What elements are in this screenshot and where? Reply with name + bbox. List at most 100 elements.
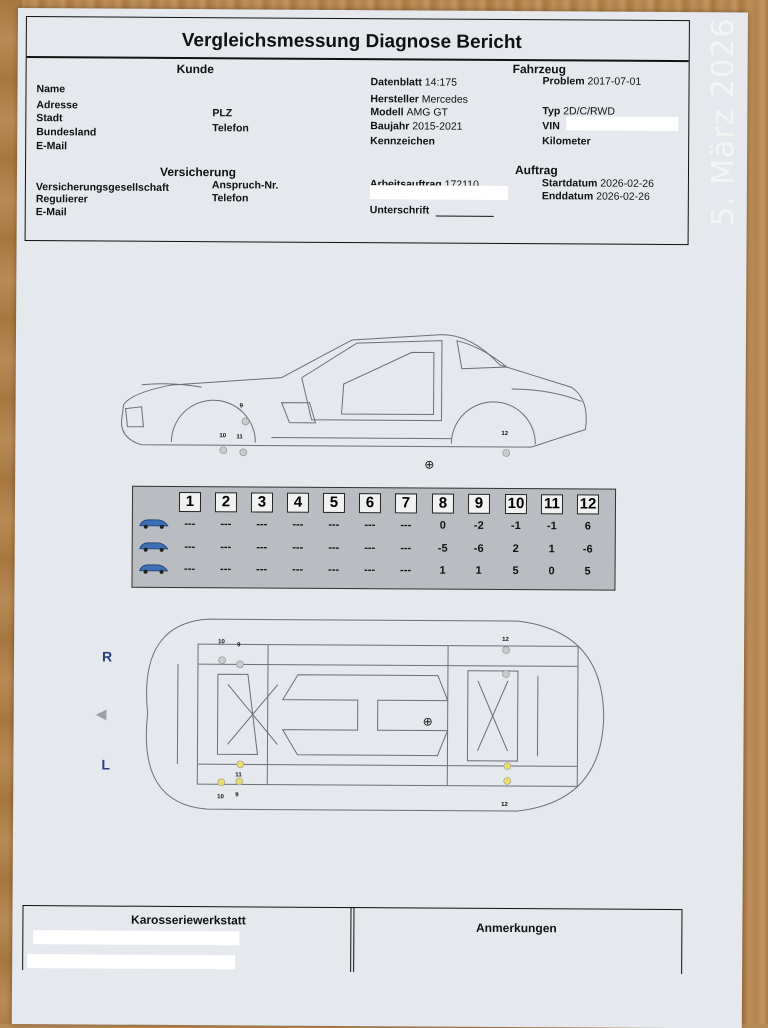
measure-value-r3-p11: 0 xyxy=(548,565,555,578)
measure-value-r2-p2: --- xyxy=(220,541,232,554)
werkstatt-redaction-1 xyxy=(33,930,240,946)
measure-value-r3-p4: --- xyxy=(292,563,304,576)
car-height-icon xyxy=(137,561,171,575)
section-kunde: Kunde xyxy=(176,61,215,77)
label-baujahr: Baujahr 2015-2021 xyxy=(370,120,463,133)
vin-redaction xyxy=(566,116,679,132)
measure-point-12: 12 xyxy=(576,494,600,515)
measure-value-r1-p7: --- xyxy=(400,519,412,532)
measure-value-r2-p4: --- xyxy=(292,541,304,554)
under-label-12-top: 12 xyxy=(502,637,509,643)
anmerkungen-label: Anmerkungen xyxy=(476,920,557,936)
measure-point-2: 2 xyxy=(214,492,238,513)
right-side-label: R xyxy=(101,648,113,665)
underbody-view: 10 9 12 11 10 9 12 xyxy=(145,618,605,812)
label-datenblatt: Datenblatt 14:175 xyxy=(370,76,457,89)
left-side-label: L xyxy=(101,756,110,773)
measure-value-r1-p3: --- xyxy=(256,518,268,531)
measure-point-5: 5 xyxy=(322,492,346,514)
section-auftrag: Auftrag xyxy=(514,163,558,178)
measure-value-r2-p7: --- xyxy=(400,542,412,555)
under-label-12-bottom: 12 xyxy=(501,802,508,808)
label-vin: VIN xyxy=(542,120,560,133)
header-box: Vergleichsmessung Diagnose Bericht Kunde… xyxy=(24,16,690,246)
label-telefon: Telefon xyxy=(212,122,249,135)
label-startdatum: Startdatum 2026-02-26 xyxy=(541,177,655,190)
direction-arrow-icon: ◀ xyxy=(95,705,107,722)
label-hersteller: Hersteller Mercedes xyxy=(370,93,468,106)
label-name: Name xyxy=(36,83,66,96)
label-kennzeichen: Kennzeichen xyxy=(370,135,435,148)
label-unterschrift: Unterschrift xyxy=(369,204,430,217)
measure-value-r3-p3: --- xyxy=(256,563,268,576)
label-enddatum: Enddatum 2026-02-26 xyxy=(541,190,650,203)
under-label-11-bottom: 11 xyxy=(235,772,242,778)
measure-value-r1-p4: --- xyxy=(292,518,304,531)
measure-point-3: 3 xyxy=(250,492,274,513)
label-stadt: Stadt xyxy=(36,112,63,125)
side-label-12: 12 xyxy=(501,431,508,437)
measure-value-r3-p2: --- xyxy=(220,563,232,576)
measure-value-r1-p10: -1 xyxy=(510,520,521,533)
measure-point-10: 10 xyxy=(504,493,528,515)
label-email: E-Mail xyxy=(36,140,68,153)
measure-point-4: 4 xyxy=(286,492,310,513)
werkstatt-box: Karosseriewerkstatt xyxy=(22,905,355,973)
underbody-crosshair-icon: ⊕ xyxy=(422,714,433,729)
measure-value-r3-p12: 5 xyxy=(584,565,591,578)
label-plz: PLZ xyxy=(212,107,233,120)
measure-value-r2-p9: -6 xyxy=(473,542,484,555)
measure-value-r2-p10: 2 xyxy=(512,543,519,556)
car-length-icon xyxy=(137,516,171,530)
measure-value-r3-p5: --- xyxy=(328,563,340,576)
arbeitsauftrag-redaction xyxy=(369,185,508,200)
under-label-10-bottom: 10 xyxy=(217,794,224,800)
werkstatt-redaction-2 xyxy=(27,954,236,970)
report-title: Vergleichsmessung Diagnose Bericht xyxy=(181,30,522,54)
report-sheet: Vergleichsmessung Diagnose Bericht Kunde… xyxy=(11,8,748,1028)
label-insurance-telefon: Telefon xyxy=(211,192,249,205)
measure-value-r1-p12: 6 xyxy=(584,520,591,533)
measure-point-1: 1 xyxy=(178,491,202,513)
side-label-11: 11 xyxy=(236,434,243,440)
measure-value-r2-p5: --- xyxy=(328,541,340,554)
section-fahrzeug: Fahrzeug xyxy=(512,62,567,77)
measure-value-r3-p10: 5 xyxy=(512,565,519,578)
car-width-icon xyxy=(137,539,171,553)
side-crosshair-icon: ⊕ xyxy=(424,457,435,472)
measure-value-r1-p8: 0 xyxy=(439,519,446,532)
measure-value-r2-p11: 1 xyxy=(548,543,555,556)
label-modell: Modell AMG GT xyxy=(370,106,448,119)
measure-value-r3-p8: 1 xyxy=(439,564,446,577)
measure-value-r1-p1: --- xyxy=(184,518,196,531)
measure-value-r2-p6: --- xyxy=(364,542,376,555)
under-label-9-bottom: 9 xyxy=(235,792,239,798)
measure-point-6: 6 xyxy=(358,493,382,514)
label-versicherungsgesellschaft: Versicherungsgesellschaft xyxy=(35,181,170,194)
photo-date-stamp: 5. März 2026 xyxy=(706,17,741,226)
under-label-10-top: 10 xyxy=(218,639,225,645)
measure-value-r1-p6: --- xyxy=(364,519,376,532)
measure-point-8: 8 xyxy=(431,493,455,514)
measure-value-r1-p2: --- xyxy=(220,518,232,531)
werkstatt-label: Karosseriewerkstatt xyxy=(131,912,246,928)
car-side-view: 9 10 11 12 xyxy=(120,334,587,457)
measure-value-r2-p3: --- xyxy=(256,541,268,554)
measure-value-r3-p6: --- xyxy=(364,564,376,577)
label-problem: Problem 2017-07-01 xyxy=(542,75,642,88)
measure-value-r1-p11: -1 xyxy=(546,520,557,533)
signature-line xyxy=(435,215,494,217)
label-kilometer: Kilometer xyxy=(542,135,591,148)
label-regulierer: Regulierer xyxy=(35,193,88,206)
measure-value-r3-p1: --- xyxy=(184,563,196,576)
measure-value-r2-p8: -5 xyxy=(437,542,448,555)
section-versicherung: Versicherung xyxy=(159,164,237,180)
measure-value-r2-p1: --- xyxy=(184,541,196,554)
anmerkungen-box: Anmerkungen xyxy=(350,907,683,975)
label-insurance-email: E-Mail xyxy=(35,206,67,219)
side-label-10: 10 xyxy=(219,433,226,439)
measure-value-r2-p12: -6 xyxy=(582,543,593,556)
measure-point-9: 9 xyxy=(467,493,491,514)
title-divider xyxy=(26,56,689,62)
